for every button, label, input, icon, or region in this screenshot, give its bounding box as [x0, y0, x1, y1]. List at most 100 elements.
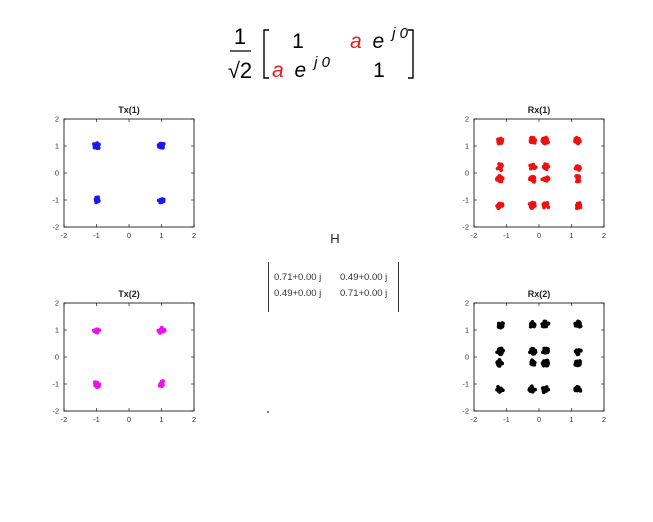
formula-r1c2-a: a [350, 30, 362, 53]
formula-prefix-numerator: 1 [234, 24, 246, 49]
data-point-sample [91, 328, 96, 333]
data-point [573, 319, 583, 329]
data-point-sample [541, 141, 546, 145]
data-point-sample [574, 174, 578, 178]
data-point-sample [576, 323, 581, 327]
data-point [528, 135, 538, 145]
y-tick-label: 2 [465, 115, 469, 124]
plot-title: Tx(2) [118, 289, 140, 299]
data-point-sample [499, 164, 504, 168]
data-point-sample [573, 349, 578, 354]
data-point-sample [576, 203, 581, 207]
data-point [527, 200, 537, 210]
data-point-sample [160, 381, 165, 385]
data-point-sample [532, 323, 537, 327]
formula-prefix-denominator: √2 [228, 58, 252, 83]
channel-matrix-cell: 0.49+0.00 j [274, 288, 322, 299]
y-tick-label: -1 [52, 196, 59, 205]
formula-r2c1: a e j 0 [272, 54, 331, 82]
data-point [92, 380, 102, 389]
data-point-sample [95, 199, 100, 203]
data-point [156, 325, 167, 335]
y-tick-label: 1 [465, 326, 469, 335]
data-point [540, 385, 551, 395]
plot-frame [473, 302, 605, 412]
x-tick-label: 0 [127, 415, 131, 424]
y-tick-label: 2 [55, 299, 59, 308]
x-tick-label: -1 [503, 415, 510, 424]
data-point-sample [528, 349, 533, 354]
data-point [573, 135, 582, 146]
data-point [573, 164, 582, 172]
data-point-sample [500, 322, 505, 326]
channel-matrix-cell: 0.71+0.00 j [274, 272, 322, 283]
formula-r1c1: 1 [292, 30, 304, 53]
data-point [156, 141, 166, 150]
data-point-sample [94, 382, 99, 386]
data-point [495, 201, 505, 211]
y-tick-label: 0 [465, 353, 469, 362]
data-point-sample [496, 361, 501, 366]
data-point-sample [500, 139, 504, 143]
x-tick-label: 2 [602, 231, 606, 240]
plot-title: Rx(1) [528, 105, 551, 115]
data-point-sample [542, 347, 547, 351]
x-tick-label: 1 [159, 231, 163, 240]
formula-r2c1-e: e [295, 59, 307, 82]
x-tick-label: 0 [537, 231, 541, 240]
data-point-sample [530, 362, 535, 367]
x-tick-label: 1 [159, 415, 163, 424]
channel-matrix-cell: 0.49+0.00 j [340, 272, 388, 283]
data-point [529, 358, 537, 367]
data-point-sample [575, 359, 580, 364]
x-tick-label: 2 [192, 231, 196, 240]
x-tick-label: -2 [471, 415, 478, 424]
data-point-sample [575, 139, 580, 144]
data-point-sample [498, 179, 502, 184]
y-tick-label: 1 [55, 326, 59, 335]
data-point [495, 358, 505, 368]
data-point-sample [542, 136, 546, 140]
plot-frame [63, 302, 195, 412]
x-tick-label: -2 [61, 231, 68, 240]
data-point-sample [542, 165, 547, 169]
formula-r1c2: a e j 0 [350, 25, 409, 53]
data-point-sample [578, 359, 582, 364]
data-point-sample [496, 384, 500, 389]
data-point-sample [546, 321, 551, 326]
data-point [574, 174, 582, 184]
data-point [495, 162, 504, 173]
y-tick-label: -2 [462, 223, 469, 232]
formula-r1c2-e: e [373, 30, 385, 53]
x-tick-label: 2 [602, 415, 606, 424]
data-point-sample [543, 387, 548, 392]
data-point [527, 384, 538, 394]
data-point-sample [543, 361, 548, 365]
data-point [495, 346, 505, 357]
x-tick-label: -1 [503, 231, 510, 240]
data-point [91, 327, 102, 335]
data-point-sample [542, 202, 547, 207]
y-tick-label: 0 [465, 169, 469, 178]
formula-left-bracket [263, 29, 269, 79]
x-tick-label: 2 [192, 415, 196, 424]
data-point [156, 197, 166, 205]
data-point-sample [546, 205, 551, 209]
data-point-sample [160, 384, 164, 389]
data-point-sample [573, 388, 578, 393]
data-point [528, 162, 538, 171]
y-tick-label: 0 [55, 353, 59, 362]
y-tick-label: 2 [465, 299, 469, 308]
data-point-sample [528, 204, 533, 209]
data-point-sample [529, 165, 534, 169]
data-point-sample [498, 387, 503, 391]
data-point-sample [498, 177, 502, 181]
formula-r2c1-exp: j 0 [312, 54, 331, 71]
data-point [573, 384, 583, 393]
data-point-sample [497, 203, 501, 208]
data-point-sample [546, 176, 551, 180]
